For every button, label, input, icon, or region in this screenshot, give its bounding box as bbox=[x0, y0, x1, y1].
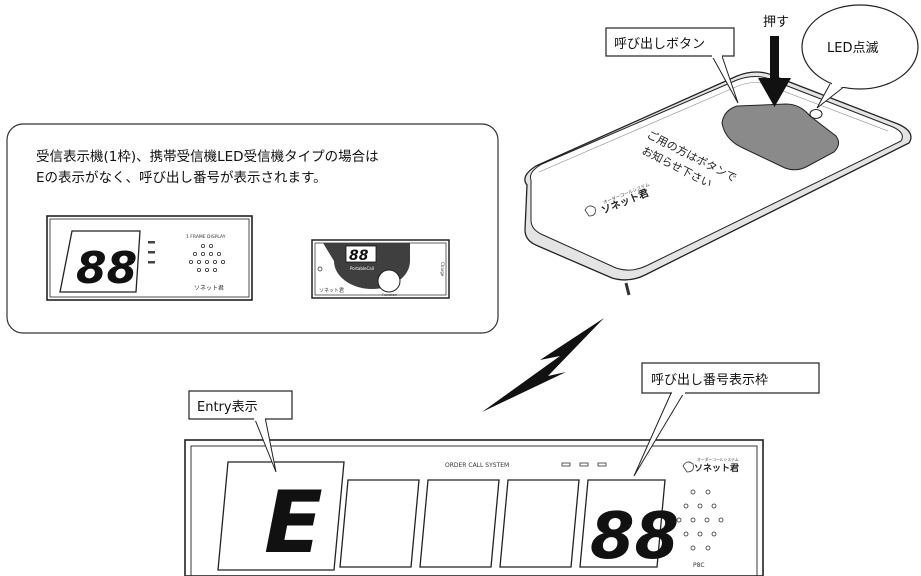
info-text-line1: 受信表示機(1枠)、携帯受信機LED受信機タイプの場合は bbox=[36, 149, 379, 165]
portable-side-label: Charge bbox=[440, 262, 445, 277]
callout-press: 押す bbox=[763, 15, 789, 30]
main-logo: ソネット君 bbox=[694, 463, 739, 474]
one-frame-speaker-grill bbox=[188, 243, 225, 272]
empty-frame-2 bbox=[419, 479, 500, 568]
portable-digits: 88 bbox=[349, 248, 369, 264]
portable-receiver: 88 PortableCall Function ソネット君 Charge bbox=[311, 239, 450, 299]
main-model-label: P8C bbox=[693, 562, 705, 569]
callout-number-text: 呼び出し番号表示枠 bbox=[651, 373, 768, 388]
callout-entry-text: Entry表示 bbox=[197, 400, 258, 415]
callout-led-text: LED点滅 bbox=[827, 41, 878, 56]
callout-led-bubble: LED点滅 bbox=[801, 4, 919, 109]
entry-frame bbox=[217, 461, 345, 571]
number-digits: 88 bbox=[590, 500, 679, 574]
callout-number-box: 呼び出し番号表示枠 bbox=[633, 362, 820, 477]
one-frame-display: 88 1 FRAME DISPLAY ソネット君 bbox=[46, 215, 253, 301]
pager-mascot-icon bbox=[584, 205, 596, 217]
callout-button-text: 呼び出しボタン bbox=[614, 37, 705, 52]
main-logo-sub: オーダーコールシステム bbox=[697, 457, 739, 462]
portable-button-label: Function bbox=[382, 293, 397, 297]
one-frame-logo: ソネット君 bbox=[194, 285, 224, 292]
pager-button-device: ご用の方はボタンで お知らせ下さい ソネット君 オーダーコールシステム bbox=[524, 71, 912, 296]
entry-char: E bbox=[264, 473, 323, 573]
press-arrow-icon bbox=[758, 36, 791, 107]
main-display-panel: ORDER CALL SYSTEM E 88 ソネット君 オーダーコールシステム… bbox=[184, 439, 764, 576]
callout-button-box: 呼び出しボタン bbox=[605, 27, 739, 104]
empty-frame-1 bbox=[339, 479, 420, 568]
wireless-signal-icon bbox=[482, 318, 604, 412]
one-frame-digits: 88 bbox=[76, 243, 137, 294]
info-text-line2: Eの表示がなく、呼び出し番号が表示されます。 bbox=[36, 170, 327, 186]
main-mascot-icon bbox=[682, 461, 694, 473]
one-frame-label: 1 FRAME DISPLAY bbox=[186, 234, 226, 240]
empty-frame-3 bbox=[499, 479, 580, 568]
main-speaker-grill bbox=[676, 489, 724, 551]
callout-entry-box: Entry表示 bbox=[188, 390, 293, 473]
number-frame bbox=[579, 479, 666, 568]
main-system-label: ORDER CALL SYSTEM bbox=[445, 462, 509, 469]
portable-label: PortableCall bbox=[350, 266, 374, 271]
portable-logo: ソネット君 bbox=[319, 288, 344, 294]
